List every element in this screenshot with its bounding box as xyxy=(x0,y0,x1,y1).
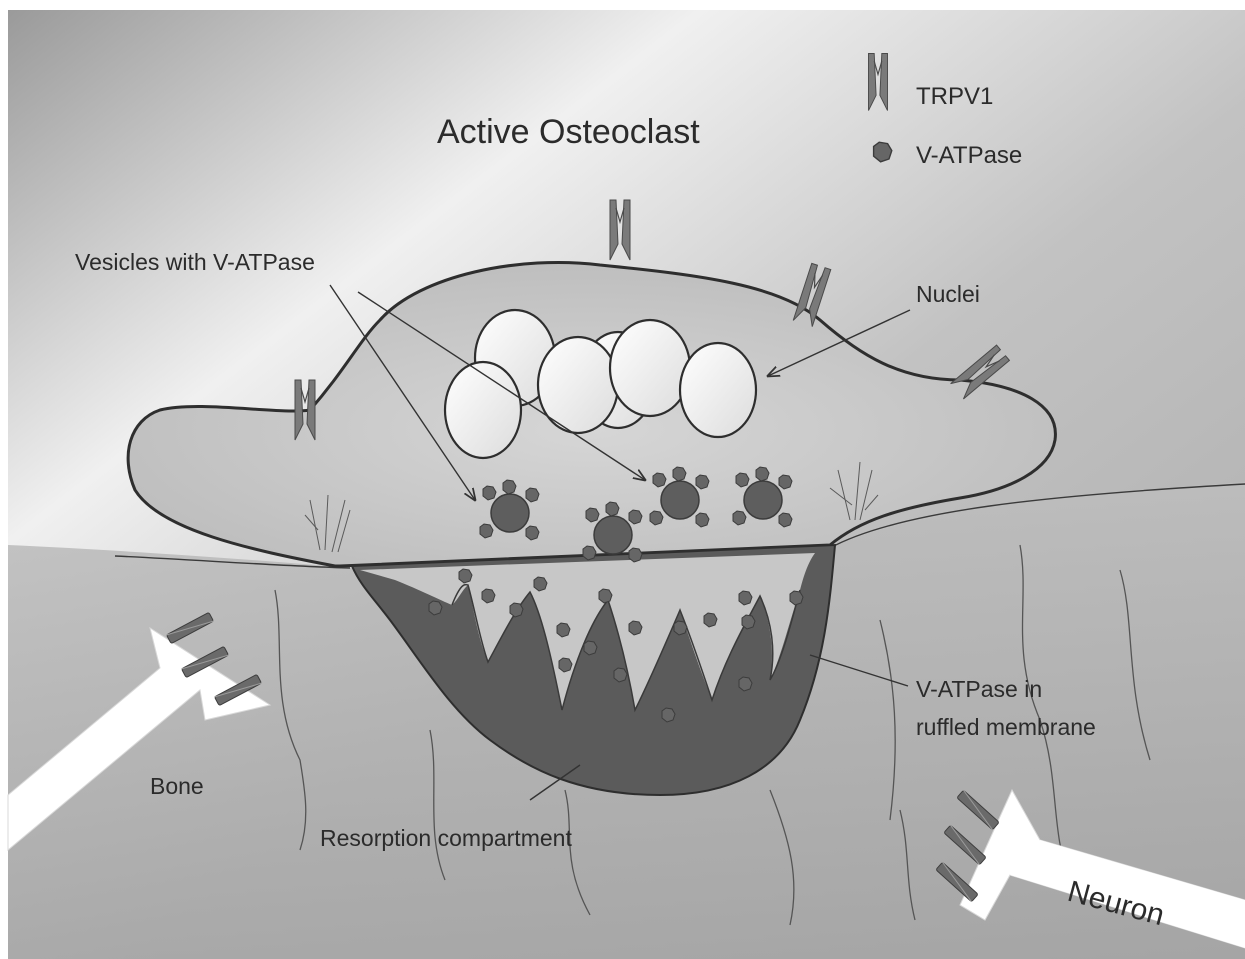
bone-label: Bone xyxy=(150,773,204,799)
nuclei-label: Nuclei xyxy=(916,281,980,307)
legend-vatpase-label: V-ATPase xyxy=(916,142,1022,169)
vatpase-legend-icon xyxy=(874,142,892,162)
diagram-title: Active Osteoclast xyxy=(437,113,700,151)
vesicles-label: Vesicles with V-ATPase xyxy=(75,249,315,275)
ruffled-label-line1: V-ATPase in xyxy=(916,676,1042,702)
ruffled-label-line2: ruffled membrane xyxy=(916,714,1096,740)
legend-trpv1-label: TRPV1 xyxy=(916,83,993,110)
resorption-label: Resorption compartment xyxy=(320,825,572,851)
